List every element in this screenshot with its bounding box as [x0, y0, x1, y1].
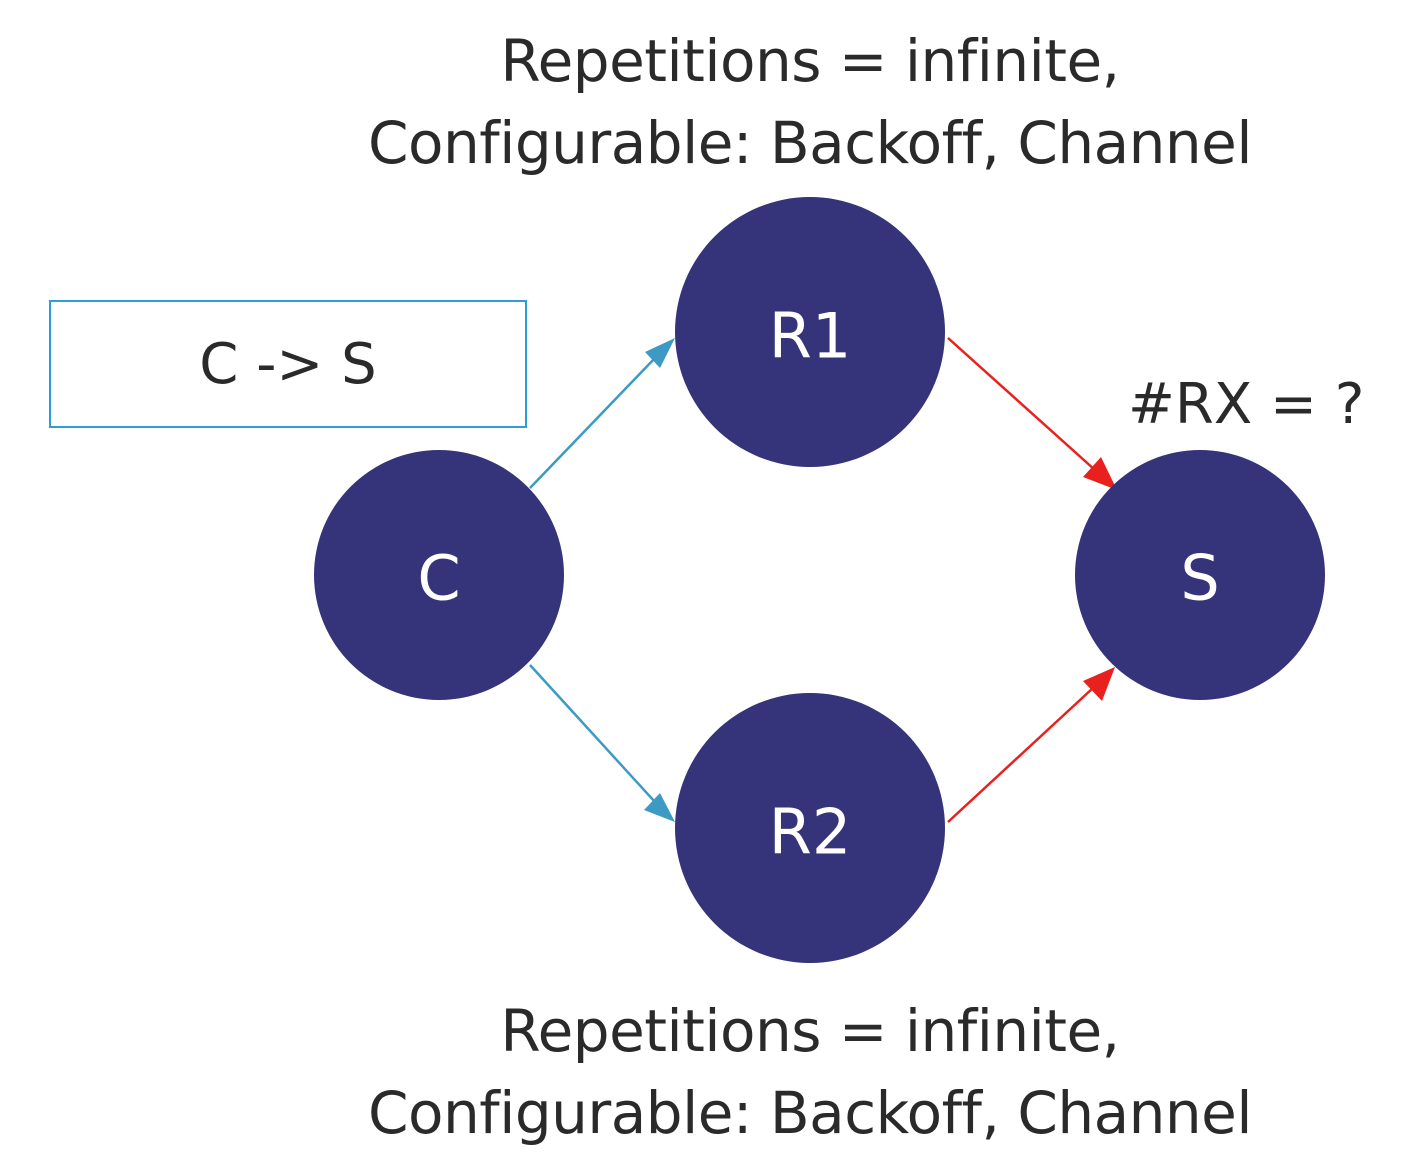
rx-count-label: #RX = ? — [1128, 372, 1365, 437]
edge-c-to-r1 — [529, 338, 675, 489]
edge-c-to-r1-arrowhead — [645, 338, 675, 368]
edge-r1-to-s — [947, 337, 1117, 490]
edge-c-to-r2-arrowhead — [644, 793, 675, 822]
node-s-label: S — [1180, 542, 1219, 615]
top-relay-caption: Repetitions = infinite, Configurable: Ba… — [200, 20, 1406, 184]
node-c-label: C — [417, 542, 460, 615]
edge-c-to-r2 — [529, 664, 675, 822]
node-r1: R1 — [675, 197, 945, 467]
flow-label-box: C -> S — [49, 300, 527, 428]
node-c: C — [314, 450, 564, 700]
bottom-caption-line-1: Repetitions = infinite, — [500, 997, 1120, 1065]
node-r1-label: R1 — [769, 300, 852, 373]
edge-r2-to-s — [947, 667, 1115, 823]
bottom-caption-line-2: Configurable: Backoff, Channel — [368, 1079, 1252, 1147]
edge-r1-to-s-arrowhead — [1083, 457, 1117, 490]
bottom-relay-caption: Repetitions = infinite, Configurable: Ba… — [200, 990, 1406, 1154]
top-caption-line-2: Configurable: Backoff, Channel — [368, 109, 1252, 177]
flow-label: C -> S — [199, 331, 377, 397]
node-r2-label: R2 — [769, 796, 852, 869]
edge-r2-to-s-arrowhead — [1083, 667, 1115, 701]
node-s: S — [1075, 450, 1325, 700]
top-caption-line-1: Repetitions = infinite, — [500, 27, 1120, 95]
node-r2: R2 — [675, 693, 945, 963]
